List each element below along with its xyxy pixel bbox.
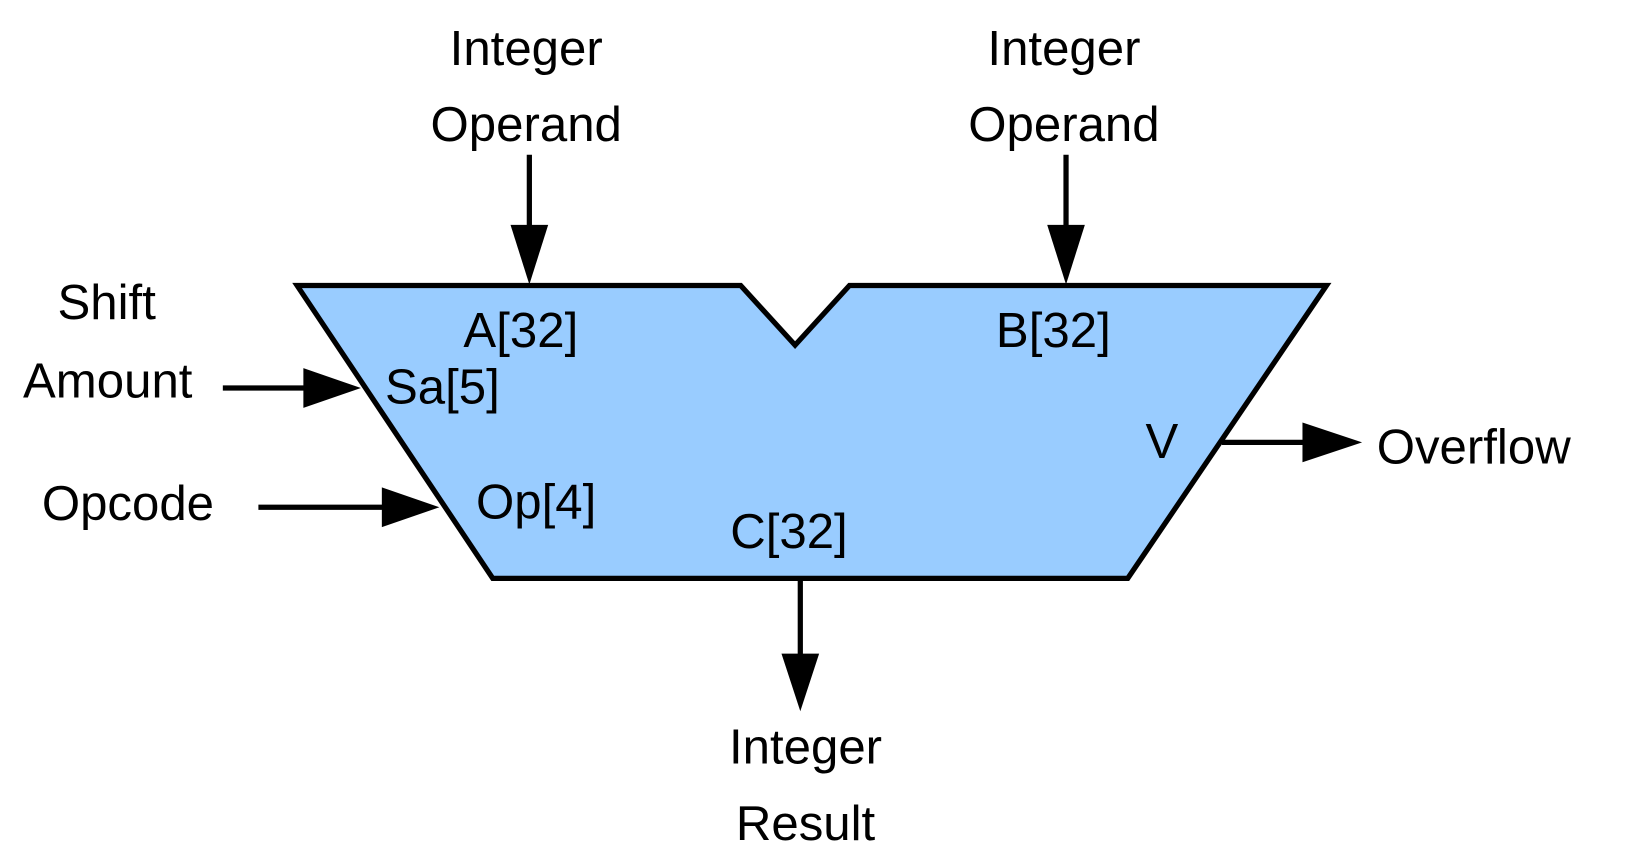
port-a: A[32]	[463, 303, 578, 358]
arrow-operand-b	[1047, 154, 1085, 285]
port-op: Op[4]	[476, 475, 596, 530]
port-sa: Sa[5]	[385, 360, 500, 415]
port-v: V	[1146, 414, 1179, 469]
shift-label-2: Amount	[23, 353, 193, 408]
arrow-opcode	[258, 487, 440, 528]
shift-label-1: Shift	[58, 275, 157, 330]
arrow-shift-amount	[222, 368, 361, 408]
arrow-overflow	[1221, 422, 1363, 463]
result-label-2: Result	[736, 796, 876, 851]
opcode-label: Opcode	[42, 476, 214, 531]
arrow-result	[781, 580, 820, 712]
arrow-operand-a	[510, 154, 549, 285]
operand-b-label-2: Operand	[968, 97, 1159, 152]
operand-a-label-2: Operand	[431, 97, 622, 152]
result-label-1: Integer	[729, 720, 882, 775]
port-c: C[32]	[730, 504, 848, 559]
overflow-label: Overflow	[1377, 419, 1571, 474]
operand-b-label-1: Integer	[987, 21, 1140, 76]
alu-block	[292, 282, 1332, 581]
operand-a-label-1: Integer	[450, 21, 603, 76]
port-b: B[32]	[996, 303, 1111, 358]
